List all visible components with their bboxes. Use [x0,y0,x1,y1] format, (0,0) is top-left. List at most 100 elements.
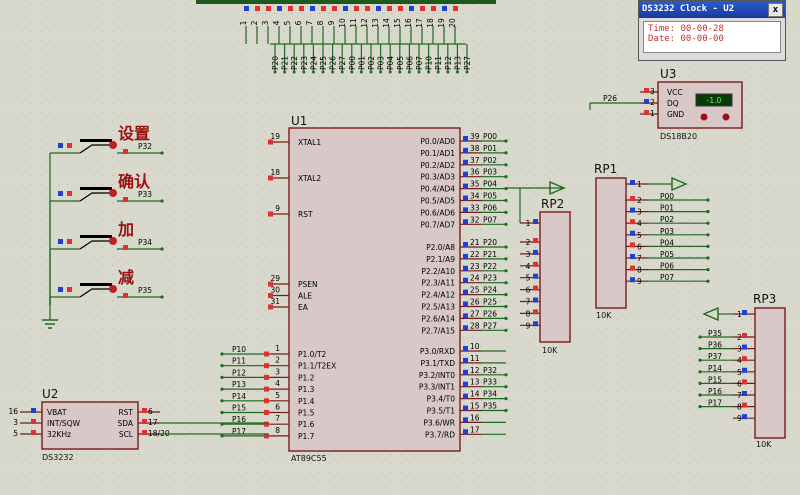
clock-window-titlebar[interactable]: DS3232 Clock - U2 x [639,1,785,18]
u1-pin-name: P1.3 [298,385,315,394]
junction [446,70,450,74]
rp1-net-label: P00 [660,192,674,201]
rp3-net-label: P35 [708,329,722,338]
rp3-net-label: P15 [708,375,722,384]
u1-pin-number: 23 [470,262,480,271]
header-net-label: P20 [271,56,280,70]
u1-pin-number: 22 [470,250,480,259]
u1-body[interactable] [288,127,461,452]
rp1-body[interactable] [595,177,627,309]
header-pin-marker [310,6,315,11]
u1-pin-number: 10 [470,342,480,351]
junction [398,70,402,74]
button-net-label: P34 [138,238,152,247]
button-actuator[interactable] [109,285,117,293]
u1-pin-name: P3.1/TXD [421,359,456,368]
u1-pin-marker [463,147,468,153]
button-actuator[interactable] [109,141,117,149]
u2-body[interactable] [41,401,139,450]
u1-net-label: P05 [483,192,497,201]
u1-pin-marker [268,175,273,181]
header-pin-marker [398,6,403,11]
u1-pin-name: P1.7 [298,432,315,441]
u1-pin-name: PSEN [298,280,318,289]
u1-net-label: P14 [232,392,246,401]
header-net-label: P11 [434,56,443,70]
u1-pin-marker [463,253,468,259]
rp2-body[interactable] [539,211,571,343]
rp2-pin-marker [533,273,538,279]
u1-pin-marker [264,363,269,369]
date-label: Date: [648,34,676,44]
header-net-label: P02 [367,56,376,70]
rp1-pin-number: 8 [637,266,642,275]
u3-button[interactable] [722,113,730,121]
junction [504,210,508,214]
u1-pin-number: 16 [470,413,480,422]
header-pin-number: 2 [250,20,259,25]
rp2-pin-marker [533,297,538,303]
u1-pin-marker [463,277,468,283]
u1-pin-number: 8 [275,426,280,435]
u1-net-label: P11 [232,357,246,366]
close-button[interactable]: x [768,3,783,17]
header-pin-marker [332,6,337,11]
junction [698,393,702,397]
rp2-pin-marker [533,261,538,267]
rp1-net-label: P02 [660,215,674,224]
u1-pin-marker [264,410,269,415]
u3-pin-name: DQ [667,99,679,108]
u2-pin-number: 3 [13,418,18,427]
junction [504,373,508,377]
u2-ref: U2 [42,387,58,401]
rp3-pin-marker [742,414,747,420]
u1-pin-name: P3.5/T1 [427,407,456,416]
u1-pin-marker [268,304,273,310]
time-label: Time: [648,24,676,34]
rp3-body[interactable] [754,307,786,439]
u1-pin-marker [463,429,468,435]
header-pin-number: 17 [415,18,424,28]
u1-pin-name: P2.7/A15 [421,326,455,335]
button-actuator[interactable] [109,189,117,197]
u1-pin-number: 26 [470,298,480,307]
u1-pin-marker [463,219,468,225]
junction [504,245,508,249]
u1-pin-name: RST [298,210,313,219]
button-actuator[interactable] [109,237,117,245]
u3-pin-name: GND [667,110,684,119]
u1-net-label: P17 [232,427,246,436]
junction [160,247,164,251]
u2-pin-marker [31,419,36,424]
u1-pin-name: P0.5/AD5 [420,197,455,206]
u1-net-label: P06 [483,203,497,212]
u2-pin-name: VBAT [47,408,67,417]
junction [273,70,277,74]
u1-pin-number: 5 [275,391,280,400]
header-pin-marker [409,6,414,11]
u3-button[interactable] [700,113,708,121]
ds3232-clock-window[interactable]: DS3232 Clock - U2 x Time: 00-00-28 Date:… [638,0,786,61]
u1-net-label: P00 [483,132,497,141]
header-pin-number: 10 [338,18,347,28]
u1-net-label: P04 [483,180,497,189]
junction [407,70,411,74]
rp3-net-label: P36 [708,341,722,350]
header-pin-marker [453,6,458,11]
junction [321,70,325,74]
junction [706,268,710,272]
u1-pin-marker [463,325,468,331]
header-pin-number: 3 [261,20,270,25]
u1-pin-marker [463,265,468,271]
button-label-2: 加 [117,220,134,239]
header-pin-number: 15 [393,18,402,28]
header-pin-number: 12 [360,18,369,28]
u1-pin-number: 17 [470,425,480,434]
u1-pin-name: P2.4/A12 [421,291,455,300]
header-pin-number: 7 [305,20,314,25]
rp3-pin-marker [742,356,747,362]
junction [504,328,508,332]
rp1-net-label: P07 [660,273,674,282]
junction [698,335,702,339]
